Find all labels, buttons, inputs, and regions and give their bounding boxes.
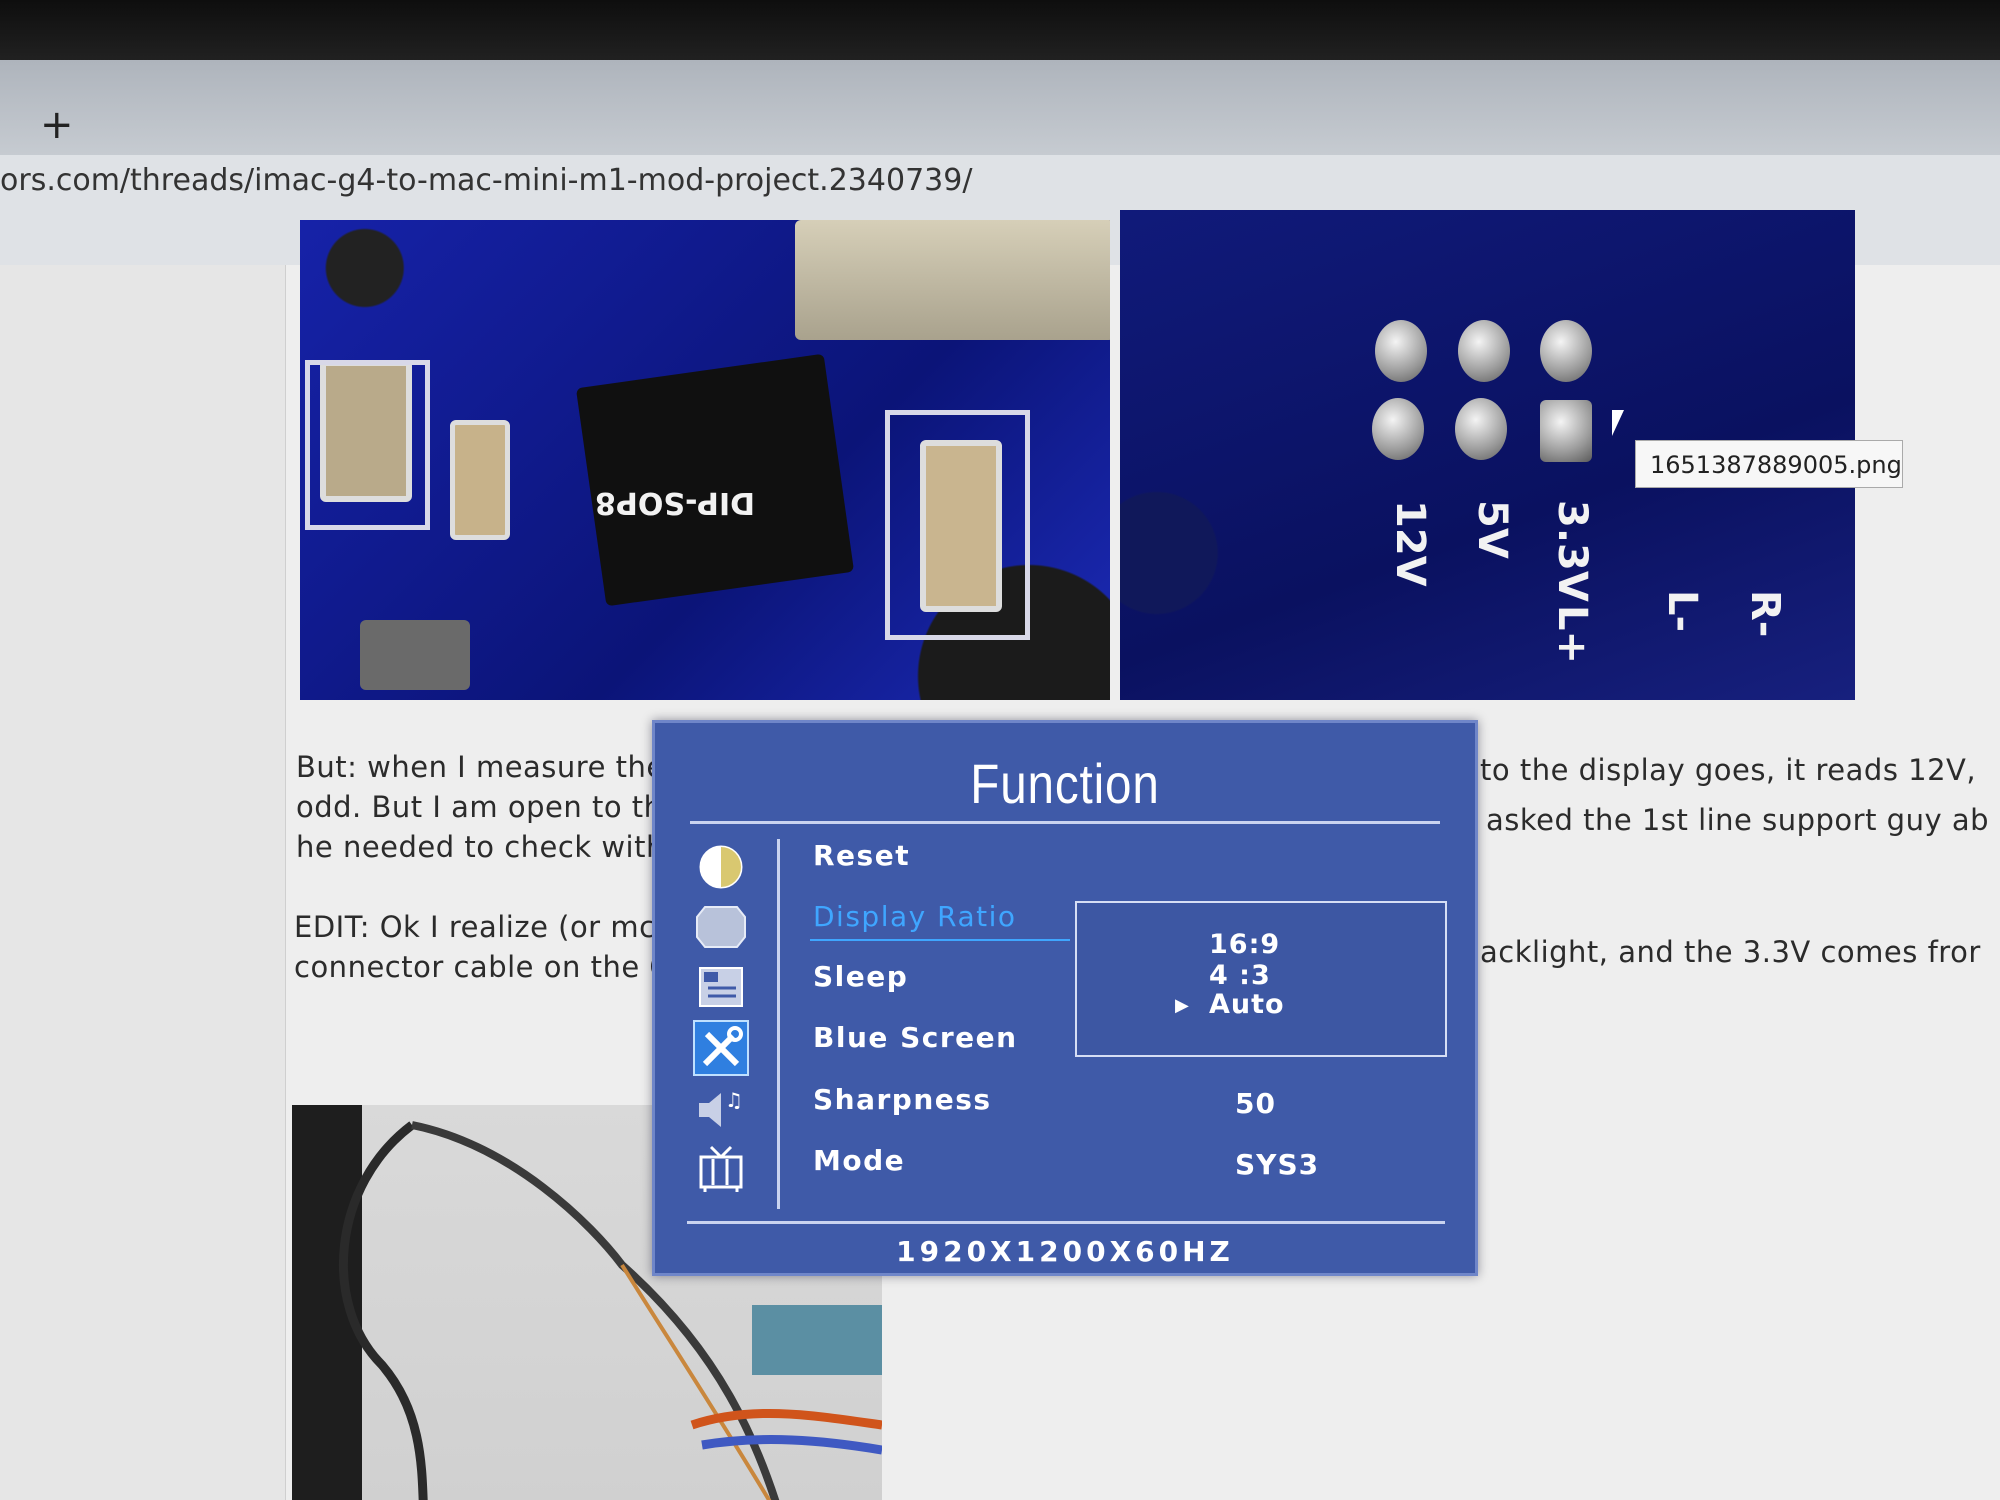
url-text[interactable]: ors.com/threads/imac-g4-to-mac-mini-m1-m… (0, 163, 973, 198)
post-text-line: to the display goes, it reads 12V, (1480, 753, 1977, 787)
image-filename-tooltip: 1651387889005.png (1635, 440, 1903, 488)
osd-item-sleep[interactable]: Sleep (813, 960, 909, 993)
contrast-icon[interactable] (693, 843, 749, 891)
silkscreen-label: 12V (1387, 500, 1433, 587)
sharpness-value: 50 (1235, 1087, 1276, 1120)
osd-selection-underline (810, 939, 1070, 941)
osd-menu-icon[interactable] (693, 963, 749, 1011)
post-text-line: he needed to check with (296, 830, 665, 864)
post-text-line: connector cable on the C (294, 950, 671, 984)
osd-divider (777, 839, 780, 1209)
audio-icon[interactable]: ♫ (693, 1085, 749, 1133)
silkscreen-label: 3.3V (1549, 500, 1595, 602)
header-pin (1375, 320, 1427, 382)
header-pin (1455, 398, 1507, 460)
mouse-pointer-icon (1612, 410, 1624, 436)
header-pin (1458, 320, 1510, 382)
resolution-readout: 1920X1200X60HZ (896, 1235, 1234, 1268)
osd-divider (687, 1221, 1445, 1224)
silkscreen-label: DIP-SOP8 (595, 485, 755, 520)
silkscreen-label: 5V (1469, 500, 1515, 559)
page-left-gutter (0, 265, 286, 1500)
ratio-option-16-9[interactable]: 16:9 (1209, 929, 1281, 960)
pcb-pad (305, 360, 430, 530)
tools-icon[interactable] (693, 1020, 749, 1076)
smd-component (450, 420, 510, 540)
post-text-line: EDIT: Ok I realize (or mc (294, 910, 656, 944)
smd-component (320, 360, 412, 502)
tv-icon[interactable] (693, 1145, 749, 1193)
osd-function-menu[interactable]: Function ♫ Reset Display Ratio Sleep Blu… (652, 720, 1478, 1276)
cable-drawing (338, 1121, 882, 1500)
ratio-option-auto[interactable]: Auto (1209, 989, 1285, 1020)
post-text-line: acklight, and the 3.3V comes fror (1480, 935, 1981, 969)
svg-text:♫: ♫ (725, 1088, 743, 1112)
pcb-pad (885, 410, 1030, 640)
osd-divider (690, 821, 1440, 824)
selected-arrow-icon: ▶ (1175, 995, 1189, 1016)
header-pin (1540, 400, 1592, 462)
post-text-line: But: when I measure the (296, 750, 665, 784)
header-pin (1372, 398, 1424, 460)
silkscreen-label: L+ (1549, 605, 1595, 665)
image-shape-icon[interactable] (693, 903, 749, 951)
post-text-line: odd. But I am open to th (296, 790, 663, 824)
smd-component (920, 440, 1002, 612)
osd-item-mode[interactable]: Mode (813, 1144, 906, 1177)
ratio-option-4-3[interactable]: 4 :3 (1209, 960, 1271, 991)
display-ratio-submenu[interactable]: 16:9 4 :3 ▶ Auto (1075, 901, 1447, 1057)
mode-value: SYS3 (1235, 1148, 1320, 1181)
osd-title: Function (970, 752, 1160, 815)
osd-item-display-ratio[interactable]: Display Ratio (813, 900, 1017, 933)
silkscreen-label: R- (1742, 590, 1788, 638)
smd-component (795, 220, 1110, 340)
osd-item-reset[interactable]: Reset (813, 839, 911, 872)
pcb-image-left[interactable]: DIP-SOP8 (300, 220, 1110, 700)
post-text-line: asked the 1st line support guy ab (1486, 803, 1990, 837)
silkscreen-label: L- (1659, 590, 1705, 633)
wiring-photo[interactable] (292, 1105, 882, 1500)
tab-strip: + (0, 60, 2000, 155)
new-tab-button[interactable]: + (40, 102, 74, 148)
osd-item-sharpness[interactable]: Sharpness (813, 1083, 992, 1116)
osd-item-blue-screen[interactable]: Blue Screen (813, 1021, 1018, 1054)
smd-component (360, 620, 470, 690)
header-pin (1540, 320, 1592, 382)
ic-chip (575, 353, 855, 607)
